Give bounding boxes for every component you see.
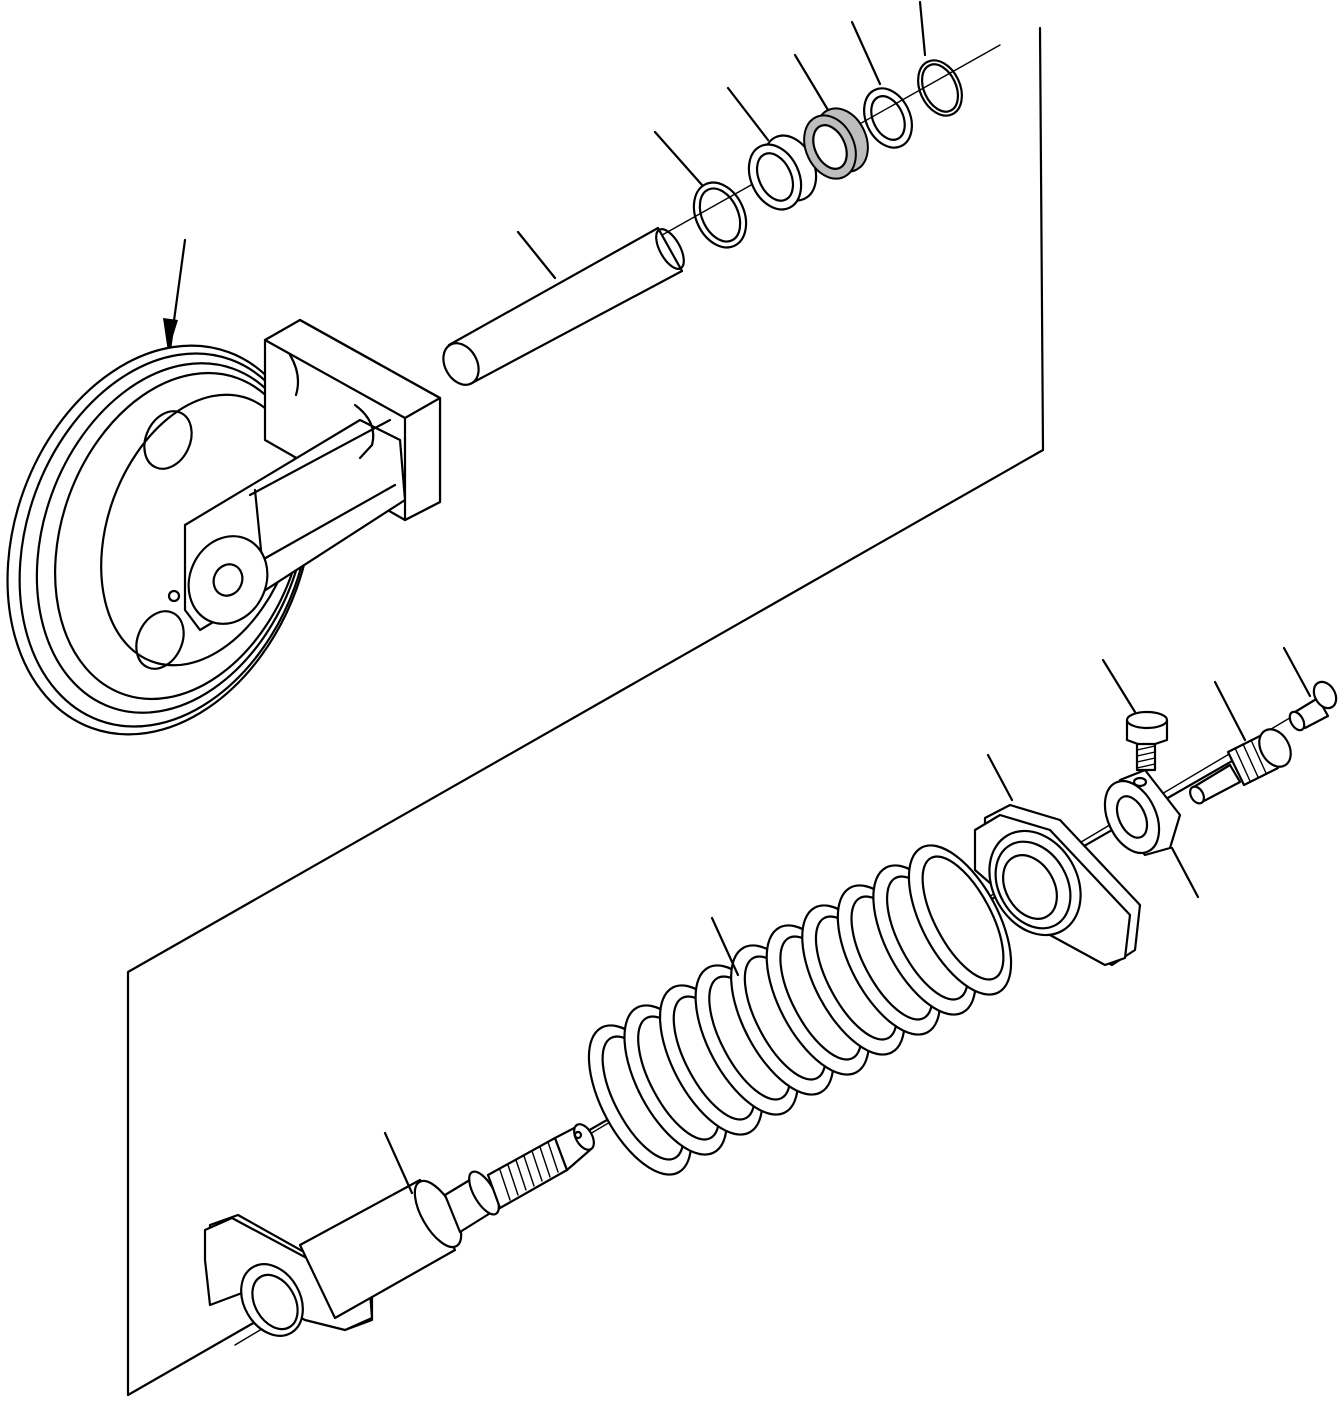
pin xyxy=(442,226,685,386)
rod-thread xyxy=(486,1136,569,1210)
idler-shaft-end xyxy=(187,535,269,625)
fitting-leader xyxy=(1282,646,1312,698)
yoke-block-edge-2 xyxy=(298,318,442,400)
hub-hole-top xyxy=(143,410,193,470)
spring-coil-inner xyxy=(921,855,1005,981)
plane-outline xyxy=(126,26,1262,1397)
spring xyxy=(587,844,1013,1176)
valve-leader xyxy=(1213,680,1247,742)
idler-small-hole xyxy=(167,589,181,603)
idler-shaft-hole xyxy=(212,563,244,597)
washer-inner xyxy=(870,95,906,141)
snap-ring-outer xyxy=(692,181,748,249)
rod-tip-hole xyxy=(573,1130,583,1140)
idler-arrow-head xyxy=(163,318,178,352)
yoke-arm-line-2 xyxy=(260,483,397,562)
retainer-boss-inner xyxy=(1002,854,1058,920)
pin-body xyxy=(447,226,684,385)
yoke-arm-line-1 xyxy=(248,418,392,497)
bolt-shank xyxy=(1135,742,1157,772)
nut-set-hole xyxy=(1132,776,1148,788)
rod-bore-inner xyxy=(251,1273,299,1331)
nut-face xyxy=(1103,779,1161,855)
rod-body xyxy=(298,1178,457,1320)
bolt-leader xyxy=(1101,658,1137,714)
o-ring-leader xyxy=(918,0,927,57)
snap-ring-leader xyxy=(653,130,704,187)
yoke-arm-line-3 xyxy=(253,488,264,562)
washer xyxy=(850,20,913,149)
bushing-front xyxy=(747,143,803,211)
fitting xyxy=(1282,646,1338,732)
fitting-ball xyxy=(1312,680,1338,710)
valve-tip-end xyxy=(1189,785,1205,805)
snap-ring xyxy=(653,130,748,249)
dust-seal-bore xyxy=(812,124,848,170)
yoke-slot xyxy=(353,403,375,460)
fitting-base xyxy=(1288,710,1306,732)
dust-seal xyxy=(793,53,869,180)
pin-leader xyxy=(516,230,557,280)
idler-wheel-groove-2 xyxy=(35,362,309,714)
valve-rings xyxy=(1234,739,1267,782)
rod-thread-lines xyxy=(499,1141,559,1201)
nut-bore xyxy=(1115,795,1149,839)
pin-end-back xyxy=(655,228,685,270)
retainer-leader xyxy=(986,753,1014,802)
washer-leader xyxy=(850,20,882,86)
bolt xyxy=(1101,658,1169,772)
retainer xyxy=(973,753,1142,967)
o-ring xyxy=(917,0,963,117)
hub-hole-bottom xyxy=(135,610,185,670)
rod-tip-end xyxy=(573,1123,595,1151)
bushing-leader xyxy=(726,86,770,142)
snap-ring-inner xyxy=(698,187,742,243)
pin-end-front xyxy=(442,342,480,386)
rod-leader xyxy=(383,1131,414,1195)
spring-leader xyxy=(710,916,740,977)
idler-wheel-groove-1 xyxy=(18,352,312,728)
o-ring-inner xyxy=(920,63,960,113)
o-ring-outer xyxy=(917,59,963,117)
rod-bore-outer xyxy=(240,1263,304,1337)
bushing xyxy=(726,86,818,211)
spring-coil xyxy=(907,844,1013,996)
dust-seal-leader xyxy=(793,53,830,112)
idler-assembly xyxy=(6,238,442,736)
bolt-head-top xyxy=(1125,710,1169,730)
nut-leader xyxy=(1170,846,1200,899)
yoke-block-edge xyxy=(263,338,407,420)
idler-wheel-groove-3 xyxy=(54,371,306,701)
valve-hex xyxy=(1258,728,1292,768)
rod xyxy=(203,1123,595,1337)
bushing-bore xyxy=(755,152,795,202)
yoke-slot-2 xyxy=(288,353,300,397)
yoke-block-front xyxy=(403,396,442,522)
bolt-threads xyxy=(1136,745,1156,769)
retainer-boss-mid xyxy=(994,840,1072,930)
washer-outer xyxy=(863,87,913,149)
valve xyxy=(1189,680,1292,805)
